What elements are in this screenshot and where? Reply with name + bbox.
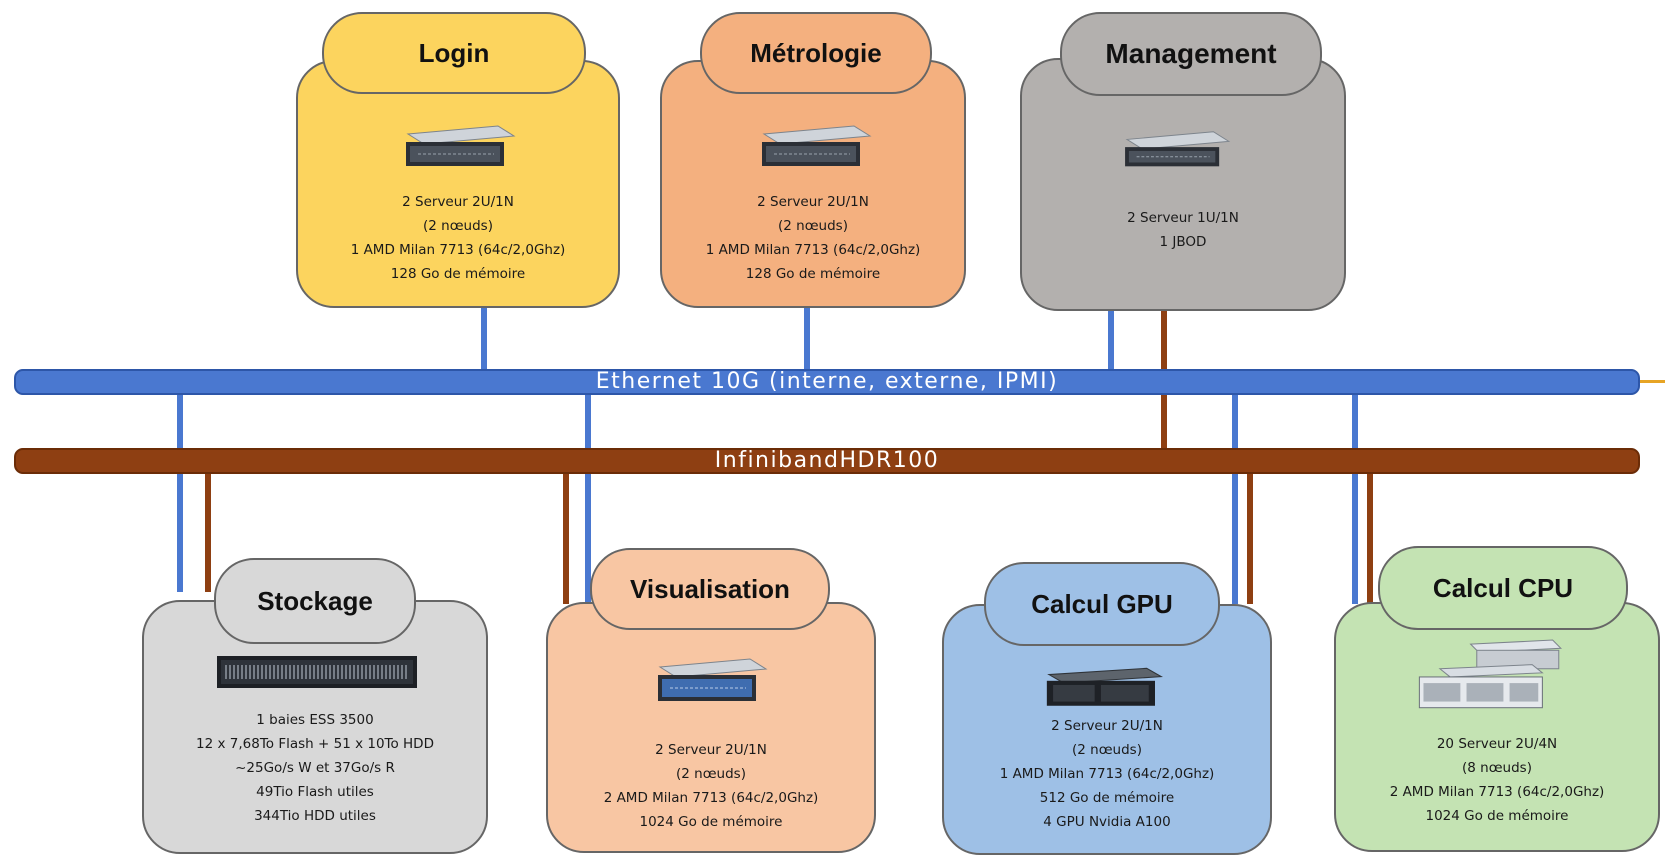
multi-node-server-icon xyxy=(1418,639,1563,709)
spec-line: 344Tio HDD utiles xyxy=(254,808,376,824)
node-login-body xyxy=(296,60,620,308)
node-stockage-specs: 1 baies ESS 3500 12 x 7,68To Flash + 51 … xyxy=(142,708,488,828)
rack-server-1u-icon xyxy=(1125,131,1231,167)
spec-line: 1 AMD Milan 7713 (64c/2,0Ghz) xyxy=(999,766,1215,782)
spec-line: 2 Serveur 2U/1N xyxy=(757,194,869,210)
node-visualisation: Visualisation 2 Serveur 2U/1N (2 nœuds) … xyxy=(546,548,876,853)
infiniband-bus: InfinibandHDR100 xyxy=(14,448,1640,474)
spec-line: 512 Go de mémoire xyxy=(1039,790,1175,806)
node-login-specs: 2 Serveur 2U/1N (2 nœuds) 1 AMD Milan 77… xyxy=(296,190,620,286)
rack-server-2u-icon xyxy=(658,658,768,701)
spec-line: 2 Serveur 1U/1N xyxy=(1127,210,1239,226)
spec-line: 1 baies ESS 3500 xyxy=(256,712,374,728)
node-management: Management 2 Serveur 1U/1N 1 JBOD xyxy=(1020,12,1346,311)
spec-line: 2 Serveur 2U/1N xyxy=(655,742,767,758)
gpu-server-icon xyxy=(1046,667,1164,706)
ethernet-bus-label: Ethernet 10G (interne, externe, IPMI) xyxy=(595,369,1059,394)
spec-line: 1 AMD Milan 7713 (64c/2,0Ghz) xyxy=(350,242,566,258)
node-calcul-gpu-specs: 2 Serveur 2U/1N (2 nœuds) 1 AMD Milan 77… xyxy=(942,714,1272,834)
spec-line: 20 Serveur 2U/4N xyxy=(1436,736,1558,752)
node-management-specs: 2 Serveur 1U/1N 1 JBOD xyxy=(1020,206,1346,254)
spec-line: 2 Serveur 2U/1N xyxy=(402,194,514,210)
spec-line: (8 nœuds) xyxy=(1462,760,1532,776)
infiniband-bus-label: InfinibandHDR100 xyxy=(714,448,940,473)
spec-line: (2 nœuds) xyxy=(778,218,848,234)
ethernet-bus-tail xyxy=(1638,380,1665,383)
node-metrologie: Métrologie 2 Serveur 2U/1N (2 nœuds) 1 A… xyxy=(660,12,966,308)
spec-line: 49Tio Flash utiles xyxy=(256,784,374,800)
storage-array-icon xyxy=(217,656,417,688)
node-metrologie-title: Métrologie xyxy=(700,12,932,94)
spec-line: 128 Go de mémoire xyxy=(390,266,526,282)
node-management-body xyxy=(1020,58,1346,311)
spec-line: (2 nœuds) xyxy=(423,218,493,234)
node-metrologie-specs: 2 Serveur 2U/1N (2 nœuds) 1 AMD Milan 77… xyxy=(660,190,966,286)
spec-line: ~25Go/s W et 37Go/s R xyxy=(235,760,395,776)
spec-line: 4 GPU Nvidia A100 xyxy=(1043,814,1171,830)
node-calcul-cpu: Calcul CPU 20 Serveur 2U/4N (8 nœuds) 2 … xyxy=(1334,546,1660,852)
spec-line: 1 JBOD xyxy=(1159,234,1207,250)
spec-line: 128 Go de mémoire xyxy=(745,266,881,282)
spec-line: 2 Serveur 2U/1N xyxy=(1051,718,1163,734)
node-calcul-gpu-title: Calcul GPU xyxy=(984,562,1220,646)
node-login: Login 2 Serveur 2U/1N (2 nœuds) 1 AMD Mi… xyxy=(296,12,620,308)
node-management-title: Management xyxy=(1060,12,1322,96)
node-stockage-title: Stockage xyxy=(214,558,416,644)
node-calcul-gpu: Calcul GPU 2 Serveur 2U/1N (2 nœuds) 1 A… xyxy=(942,562,1272,855)
spec-line: 2 AMD Milan 7713 (64c/2,0Ghz) xyxy=(603,790,819,806)
spec-line: 1024 Go de mémoire xyxy=(639,814,783,830)
spec-line: 1 AMD Milan 7713 (64c/2,0Ghz) xyxy=(705,242,921,258)
spec-line: (2 nœuds) xyxy=(676,766,746,782)
spec-line: 12 x 7,68To Flash + 51 x 10To HDD xyxy=(196,736,434,752)
node-calcul-cpu-specs: 20 Serveur 2U/4N (8 nœuds) 2 AMD Milan 7… xyxy=(1334,732,1660,828)
node-visualisation-body xyxy=(546,602,876,853)
ethernet-bus: Ethernet 10G (interne, externe, IPMI) xyxy=(14,369,1640,395)
node-visualisation-title: Visualisation xyxy=(590,548,830,630)
node-calcul-cpu-title: Calcul CPU xyxy=(1378,546,1628,630)
rack-server-2u-icon xyxy=(762,125,872,166)
node-visualisation-specs: 2 Serveur 2U/1N (2 nœuds) 2 AMD Milan 77… xyxy=(546,738,876,834)
node-stockage: Stockage 1 baies ESS 3500 12 x 7,68To Fl… xyxy=(142,558,488,854)
spec-line: 1024 Go de mémoire xyxy=(1425,808,1569,824)
rack-server-2u-icon xyxy=(406,125,516,166)
node-calcul-cpu-body xyxy=(1334,602,1660,852)
node-login-title: Login xyxy=(322,12,586,94)
spec-line: (2 nœuds) xyxy=(1072,742,1142,758)
spec-line: 2 AMD Milan 7713 (64c/2,0Ghz) xyxy=(1389,784,1605,800)
